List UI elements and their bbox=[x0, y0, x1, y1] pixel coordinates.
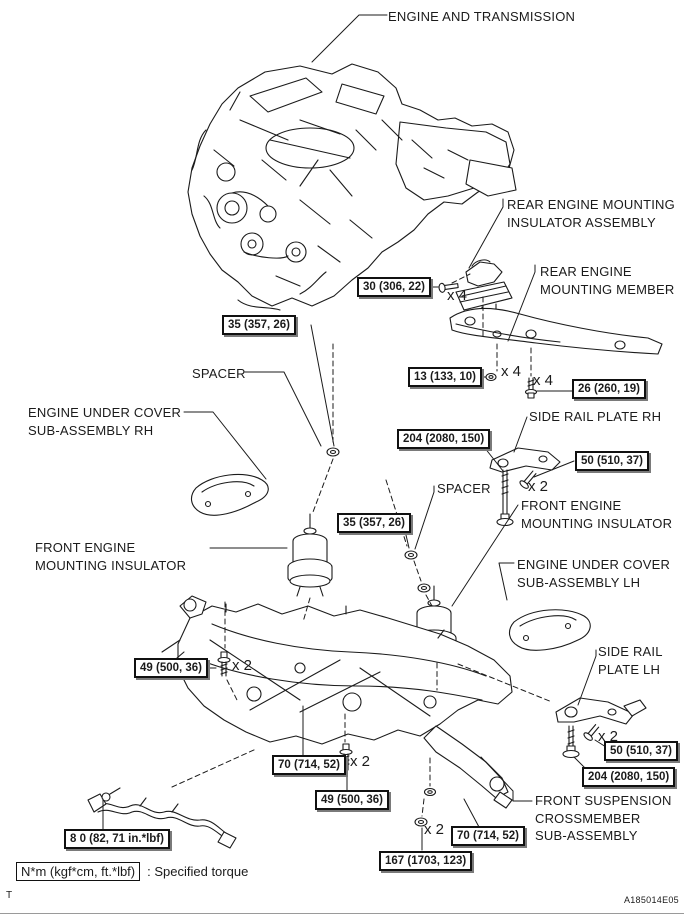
torque-box-204-rh: 204 (2080, 150) bbox=[397, 429, 491, 449]
label-side-rail-plate-rh: SIDE RAIL PLATE RH bbox=[529, 409, 662, 424]
bolt-30-illustration bbox=[438, 282, 459, 293]
label-rear-engine-mounting-insulator: REAR ENGINE MOUNTING INSULATOR ASSEMBLY bbox=[507, 197, 675, 230]
engine-under-cover-lh-illustration bbox=[509, 609, 591, 651]
bolt-26-illustration bbox=[524, 377, 538, 399]
qty-x2-crossmember-front: x 2 bbox=[232, 657, 253, 674]
label-front-engine-mounting-insulator-rh: FRONT ENGINE MOUNTING INSULATOR bbox=[521, 498, 673, 531]
label-engine-under-cover-lh: ENGINE UNDER COVER SUB-ASSEMBLY LH bbox=[517, 557, 671, 590]
label-engine-and-transmission: ENGINE AND TRANSMISSION bbox=[388, 9, 576, 24]
torque-legend: N*m (kgf*cm, ft.*lbf) : Specified torque bbox=[16, 862, 248, 881]
rear-engine-mounting-insulator-illustration bbox=[455, 259, 513, 323]
nut-167-illustration bbox=[414, 817, 428, 827]
torque-box-50-rh: 50 (510, 37) bbox=[575, 451, 650, 471]
spacer-washer-low-illustration bbox=[417, 583, 431, 593]
leader-lines bbox=[102, 14, 607, 851]
torque-box-30: 30 (306, 22) bbox=[357, 277, 432, 297]
rear-engine-mounting-member-illustration bbox=[449, 307, 663, 355]
front-suspension-crossmember-illustration bbox=[161, 595, 513, 809]
bolt-49-illustration bbox=[217, 651, 231, 677]
torque-box-70-left: 70 (714, 52) bbox=[272, 755, 347, 775]
figure-code: A185014E05 bbox=[623, 895, 679, 905]
qty-x4-member-bolts: x 4 bbox=[533, 372, 554, 389]
engine-under-cover-rh-illustration bbox=[191, 473, 269, 516]
nut-13-illustration bbox=[485, 372, 497, 382]
qty-x4-insulator-bolts: x 4 bbox=[447, 287, 468, 304]
torque-box-204-lh: 204 (2080, 150) bbox=[582, 767, 676, 787]
torque-unit-box: N*m (kgf*cm, ft.*lbf) bbox=[16, 862, 141, 881]
qty-x2-side-rail-lh: x 2 bbox=[598, 728, 619, 745]
torque-box-35-upper: 35 (357, 26) bbox=[222, 315, 297, 335]
qty-x2-crossmember-rear: x 2 bbox=[424, 821, 445, 838]
label-front-engine-mounting-insulator-lh: FRONT ENGINE MOUNTING INSULATOR bbox=[35, 540, 187, 573]
front-mounting-insulator-left-illustration bbox=[287, 513, 333, 597]
margin-mark: T bbox=[6, 890, 13, 901]
spacer-washer-upper-illustration bbox=[326, 447, 340, 457]
qty-x4-member-nuts: x 4 bbox=[501, 363, 522, 380]
label-side-rail-plate-lh: SIDE RAIL PLATE LH bbox=[598, 644, 663, 677]
torque-box-80-inlbf: 8 0 (82, 71 in.*lbf) bbox=[64, 829, 170, 849]
engine-transmission-illustration bbox=[187, 63, 517, 311]
torque-box-49-center: 49 (500, 36) bbox=[315, 790, 390, 810]
qty-x2-side-rail-rh: x 2 bbox=[528, 478, 549, 495]
torque-box-167: 167 (1703, 123) bbox=[379, 851, 473, 871]
side-rail-plate-lh-illustration bbox=[555, 697, 647, 725]
small-bolt-rh-illustration bbox=[519, 470, 537, 489]
torque-box-49-left: 49 (500, 36) bbox=[134, 658, 209, 678]
label-front-suspension-crossmember: FRONT SUSPENSION CROSSMEMBER SUB-ASSEMBL… bbox=[535, 793, 672, 843]
torque-box-13: 13 (133, 10) bbox=[408, 367, 483, 387]
long-bolt-lh-illustration bbox=[562, 725, 580, 759]
label-rear-engine-mounting-member: REAR ENGINE MOUNTING MEMBER bbox=[540, 264, 675, 297]
page-bottom-rule bbox=[0, 913, 684, 914]
small-bolt-lh-illustration bbox=[583, 724, 600, 741]
assembly-dashed-lines bbox=[171, 273, 553, 817]
spacer-washer-mid-illustration bbox=[404, 550, 418, 560]
torque-box-70-right: 70 (714, 52) bbox=[451, 826, 526, 846]
label-engine-under-cover-rh: ENGINE UNDER COVER SUB-ASSEMBLY RH bbox=[28, 405, 182, 438]
label-spacer-lower: SPACER bbox=[437, 481, 491, 496]
washer-70-illustration bbox=[423, 787, 437, 797]
long-bolt-rh-illustration bbox=[496, 469, 514, 527]
torque-box-26: 26 (260, 19) bbox=[572, 379, 647, 399]
torque-box-35-lower: 35 (357, 26) bbox=[337, 513, 412, 533]
torque-legend-text: : Specified torque bbox=[147, 864, 249, 879]
label-spacer-upper: SPACER bbox=[192, 366, 246, 381]
torque-box-50-lh: 50 (510, 37) bbox=[604, 741, 679, 761]
engine-wire-illustration bbox=[87, 787, 237, 849]
qty-x2-crossmember-mid: x 2 bbox=[350, 753, 371, 770]
